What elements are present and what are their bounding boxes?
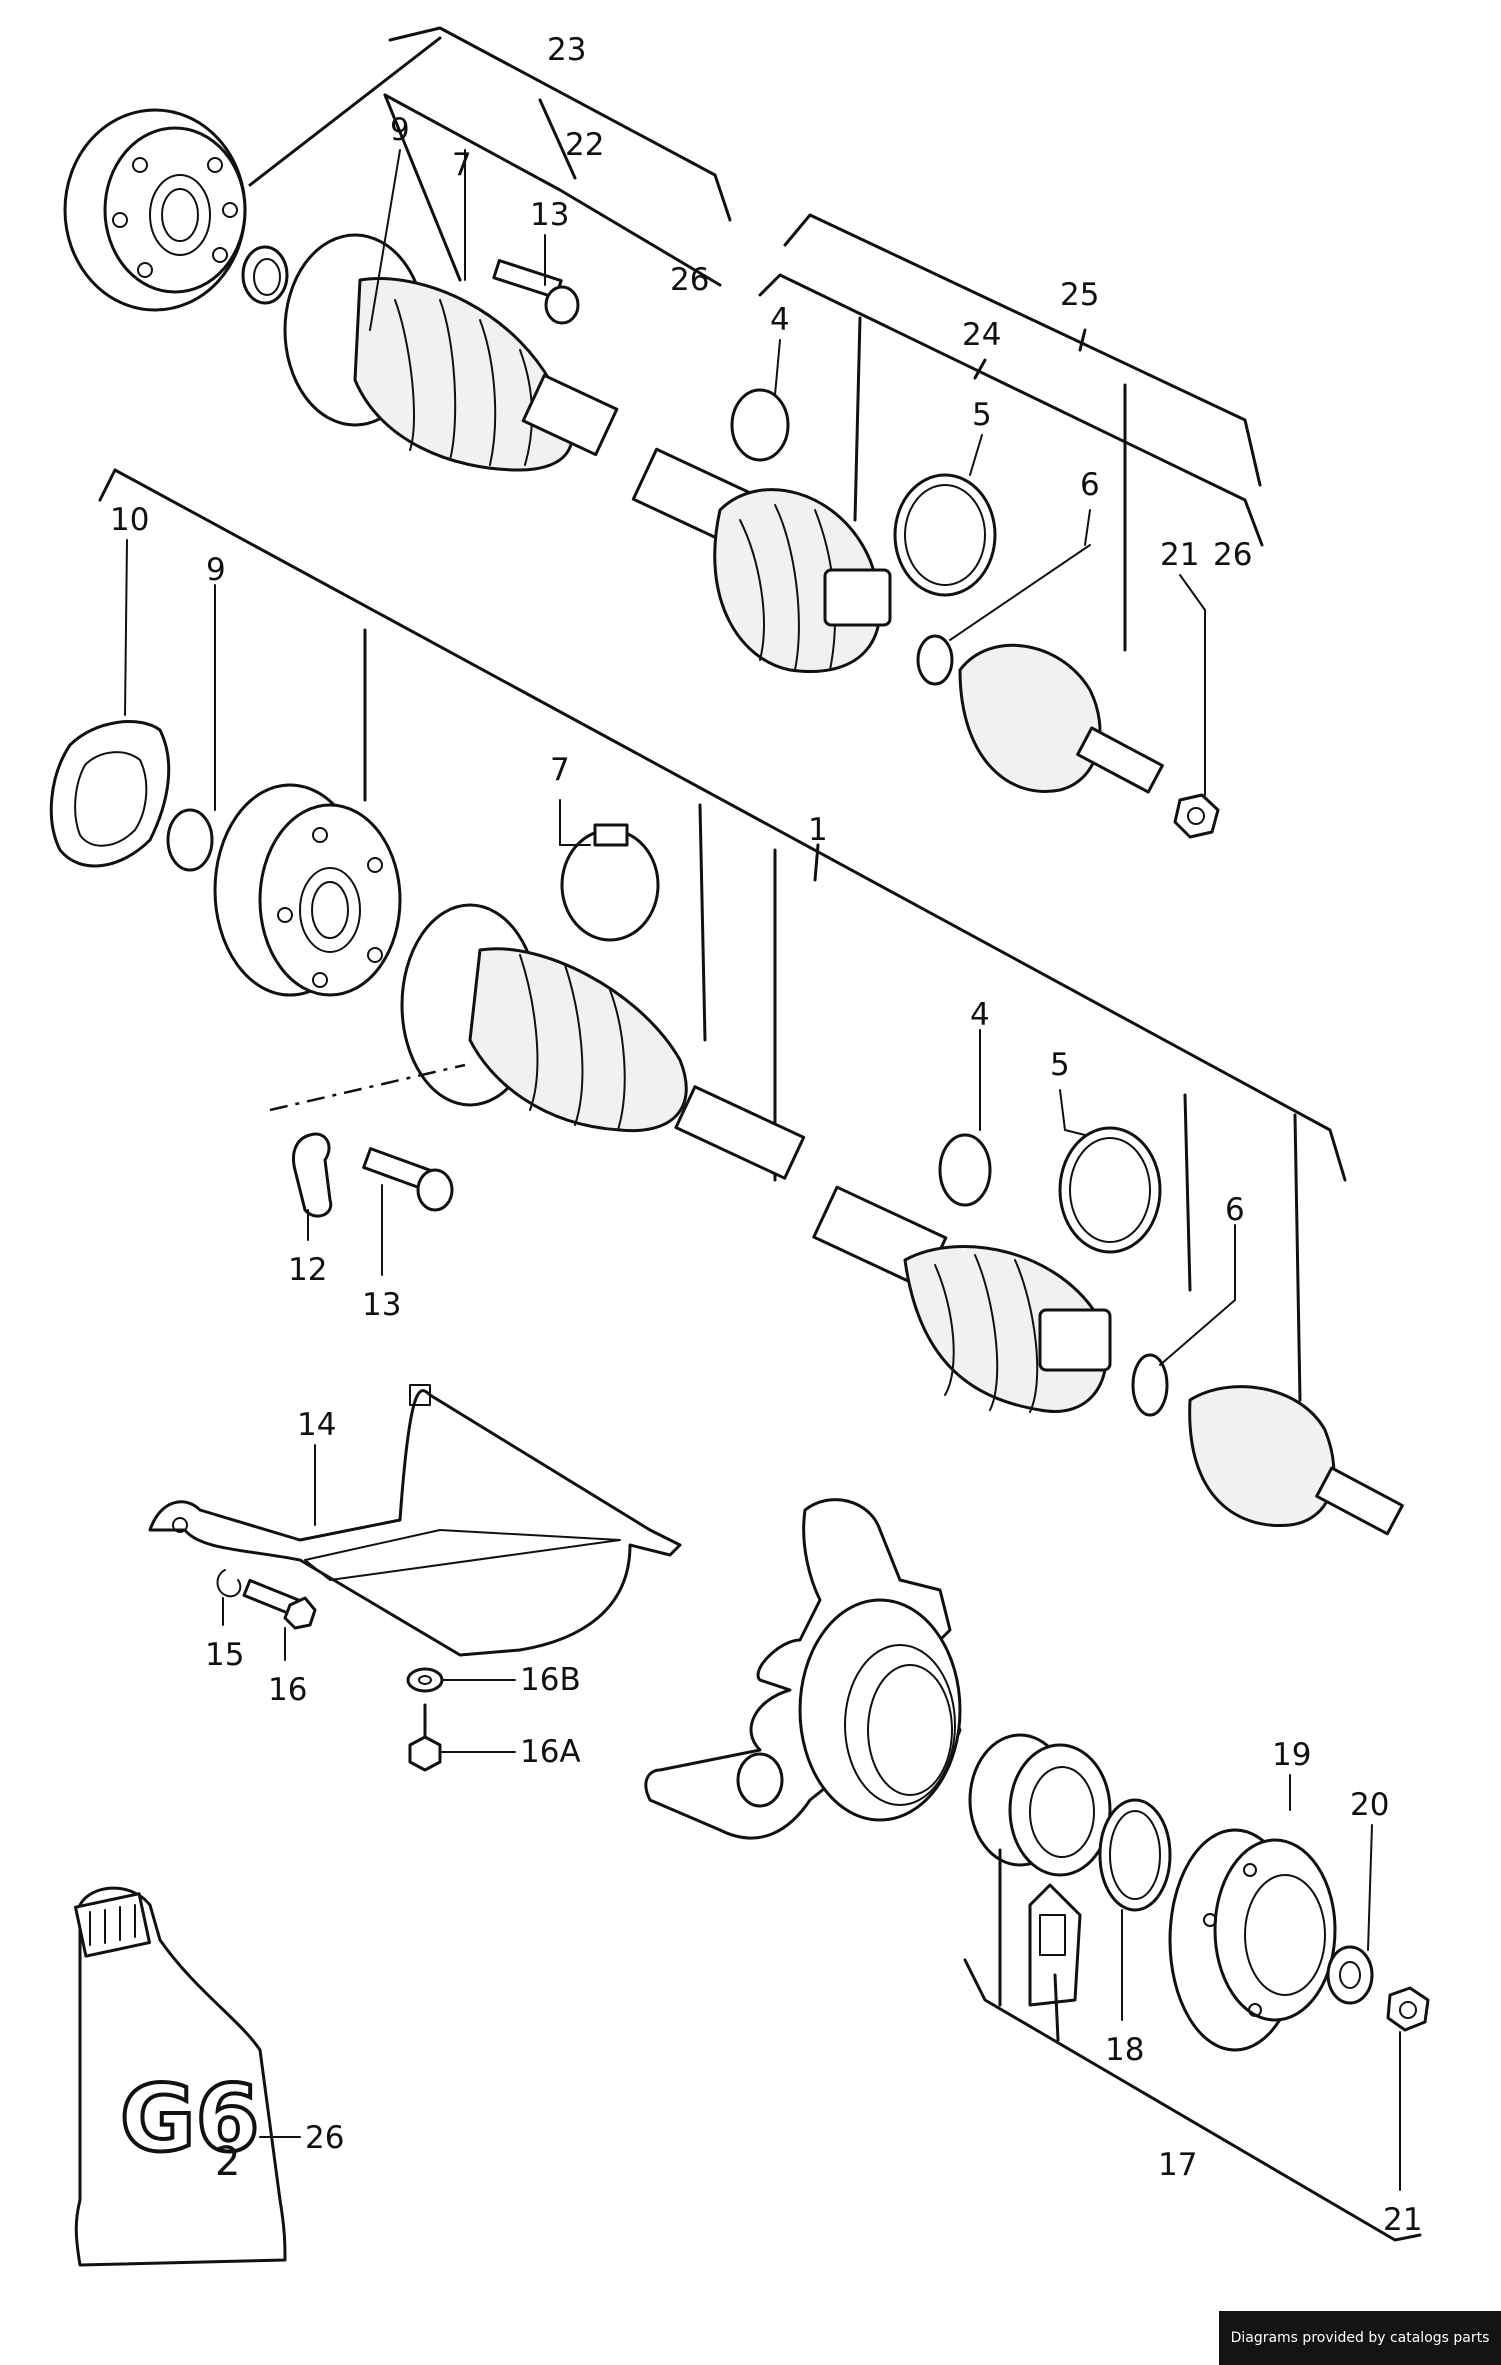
clamp-4-lower <box>938 1133 992 1207</box>
wheel-hub-19 <box>1168 1828 1337 2052</box>
bolt-16 <box>242 1578 317 1630</box>
nut-21-lower <box>1386 1986 1430 2032</box>
label-17: 17 <box>1158 2147 1197 2183</box>
tube-marking: G6 <box>120 2065 260 2172</box>
outer-cv-joint-upper <box>631 447 892 673</box>
label-16B: 16B <box>520 1662 581 1698</box>
label-10: 10 <box>110 502 149 538</box>
label-4-upper: 4 <box>770 302 790 338</box>
outer-joint-housing-lower <box>1188 1385 1404 1536</box>
leader-lines <box>124 149 1401 2191</box>
clamp-5-lower <box>1058 1126 1162 1254</box>
label-26-right: 26 <box>1213 537 1252 573</box>
gasket-10 <box>49 720 171 868</box>
clamp-5-upper <box>893 473 997 597</box>
credit-banner: Diagrams provided by catalogs parts <box>1219 2311 1501 2365</box>
label-7-upper: 7 <box>452 147 472 183</box>
label-13-lower: 13 <box>362 1287 401 1323</box>
label-26-tube: 26 <box>305 2120 344 2156</box>
tube-marking-subscript: 2 <box>215 2139 240 2185</box>
screw-16A <box>408 1703 442 1772</box>
washer-16B <box>406 1667 444 1693</box>
cv-joint-inner-flange <box>213 783 402 997</box>
label-13-upper: 13 <box>530 197 569 233</box>
label-21-upper: 21 <box>1160 537 1199 573</box>
washer-20 <box>1326 1945 1374 2005</box>
upper-drive-shaft-assembly <box>63 26 1264 839</box>
label-6-upper: 6 <box>1080 467 1100 503</box>
cv-joint-outer-flange <box>63 108 247 312</box>
inner-cv-boot-lower <box>400 903 806 1180</box>
label-6-lower: 6 <box>1225 1192 1245 1228</box>
label-15: 15 <box>205 1637 244 1673</box>
label-9-upper: 9 <box>390 112 410 148</box>
lower-drive-shaft-assembly <box>49 468 1404 1536</box>
label-20: 20 <box>1350 1787 1389 1823</box>
bracket-17 <box>963 1958 1422 2242</box>
outer-joint-housing-upper <box>958 643 1164 794</box>
label-5-lower: 5 <box>1050 1047 1070 1083</box>
label-19: 19 <box>1272 1737 1311 1773</box>
wheel-bearing <box>968 1733 1112 1877</box>
label-9-lower: 9 <box>206 552 226 588</box>
label-21-lower: 21 <box>1383 2202 1422 2238</box>
bolt-13-upper <box>492 259 580 325</box>
label-5-upper: 5 <box>972 397 992 433</box>
label-22: 22 <box>565 127 604 163</box>
label-23: 23 <box>547 32 586 68</box>
clip-15 <box>216 1569 242 1598</box>
heat-shield-14 <box>148 1384 682 1657</box>
label-1: 1 <box>808 812 828 848</box>
inner-cv-boot-upper <box>283 233 619 472</box>
label-14: 14 <box>297 1407 336 1443</box>
clamp-4-upper <box>730 388 790 462</box>
circlip-18 <box>1098 1798 1172 1912</box>
label-16: 16 <box>268 1672 307 1708</box>
label-26-upper: 26 <box>670 262 709 298</box>
label-24: 24 <box>962 317 1001 353</box>
label-4-lower: 4 <box>970 997 990 1033</box>
outer-cv-joint-lower <box>812 1185 1112 1413</box>
circlip-9-lower <box>166 808 214 872</box>
grease-sachet <box>1028 1883 1082 2007</box>
bolt-13-lower <box>362 1147 454 1212</box>
part-labels: 23 22 9 7 13 26 25 4 24 5 6 21 26 10 9 7… <box>110 32 1422 2238</box>
lock-plate-12 <box>292 1132 333 1218</box>
steering-knuckle <box>644 1498 962 1840</box>
label-25: 25 <box>1060 277 1099 313</box>
label-12: 12 <box>288 1252 327 1288</box>
label-16A: 16A <box>520 1734 581 1770</box>
circlip-6-lower <box>1131 1353 1169 1417</box>
label-7-lower: 7 <box>550 752 570 788</box>
nut-21-upper <box>1173 793 1220 839</box>
circlip-6-upper <box>916 634 954 686</box>
grease-tube-26: G6 2 <box>74 1886 287 2267</box>
label-18: 18 <box>1105 2032 1144 2068</box>
